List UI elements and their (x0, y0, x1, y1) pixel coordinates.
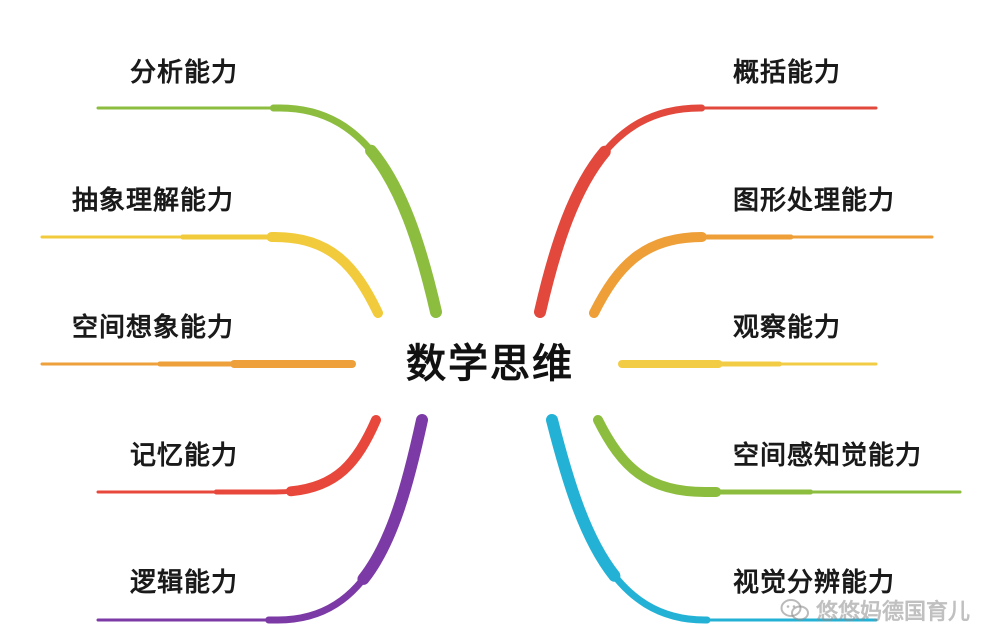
branch-mid-graphics (591, 234, 935, 316)
branch-label-logic: 逻辑能力 (130, 568, 239, 598)
branch-label-abstract: 抽象理解能力 (72, 186, 235, 216)
branch-label-visual: 视觉分辨能力 (733, 568, 896, 598)
branch-label-analysis: 分析能力 (130, 58, 239, 88)
branch-mid-analysis (94, 104, 440, 316)
branch-mid-summarize (536, 104, 880, 316)
branch-mid-spatial-percept (595, 417, 963, 495)
branch-label-observe: 观察能力 (733, 313, 842, 343)
center-node-title: 数学思维 (406, 341, 574, 387)
branch-mid-abstract (39, 234, 381, 316)
branch-label-memory: 记忆能力 (130, 441, 239, 471)
branch-label-summarize: 概括能力 (733, 58, 842, 88)
watermark: 悠悠妈德国育儿 (780, 594, 970, 626)
branch-label-graphics: 图形处理能力 (733, 186, 896, 216)
watermark-text: 悠悠妈德国育儿 (815, 600, 970, 625)
wechat-icon (780, 599, 809, 621)
branch-label-spatial-imagine: 空间想象能力 (72, 313, 235, 343)
branch-mid-logic (94, 416, 426, 624)
branch-label-spatial-percept: 空间感知觉能力 (733, 441, 923, 471)
branch-mid-visual (548, 416, 880, 624)
branch-mid-memory (95, 417, 379, 495)
